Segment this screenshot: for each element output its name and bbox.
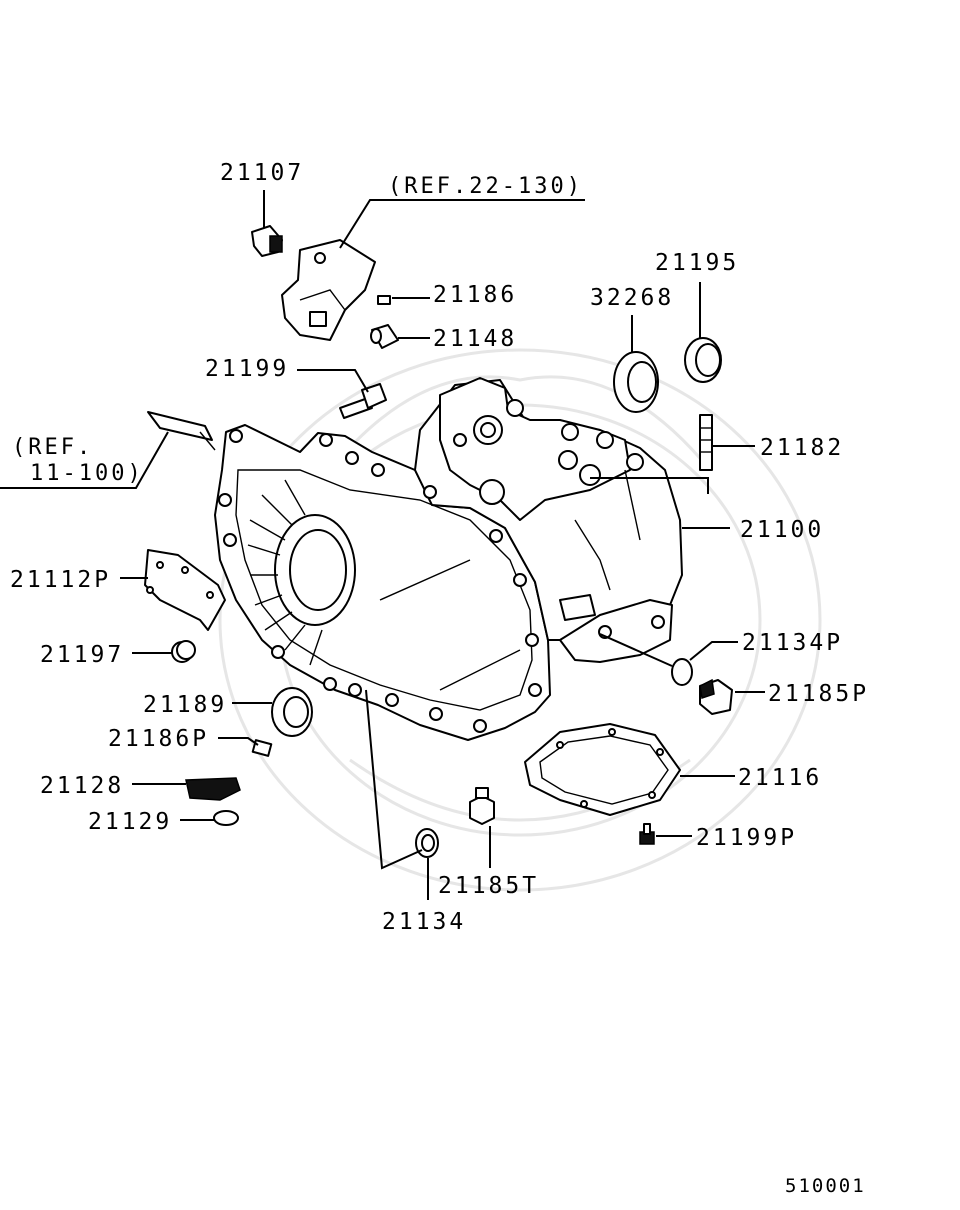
label-21197[interactable]: 21197 [40, 642, 124, 668]
label-21199P[interactable]: 21199P [696, 825, 797, 851]
part-32268-oil-seal[interactable] [613, 351, 659, 413]
label-21182[interactable]: 21182 [760, 435, 844, 461]
part-21182-stud[interactable] [699, 414, 713, 471]
transaxle-case[interactable] [214, 377, 683, 741]
leader-lines [0, 190, 765, 900]
case-bosses [453, 399, 644, 505]
part-21128-plate[interactable] [185, 777, 241, 801]
page-number: 510001 [785, 1175, 866, 1197]
part-21129-shim[interactable] [213, 810, 239, 826]
part-21134P-washer[interactable] [671, 658, 693, 686]
ref-11-100-rod[interactable] [147, 411, 216, 451]
label-21148[interactable]: 21148 [433, 326, 517, 352]
label-21186P[interactable]: 21186P [108, 726, 209, 752]
callout-labels: 21107 (REF.22-130) 21186 21148 21199 322… [10, 160, 869, 1197]
part-21185T-plug[interactable] [469, 787, 495, 825]
flange-bolt-holes [218, 429, 542, 733]
label-21199[interactable]: 21199 [205, 356, 289, 382]
part-21199-bolt[interactable] [339, 383, 387, 419]
part-21197-plug[interactable] [171, 640, 196, 663]
part-21199P-bolt[interactable] [639, 823, 655, 845]
label-21107[interactable]: 21107 [220, 160, 304, 186]
label-21100[interactable]: 21100 [740, 517, 824, 543]
label-ref-11-100-line1[interactable]: (REF. [12, 435, 93, 460]
part-21134-washer[interactable] [415, 828, 439, 858]
label-32268[interactable]: 32268 [590, 285, 674, 311]
label-21129[interactable]: 21129 [88, 809, 172, 835]
label-21128[interactable]: 21128 [40, 773, 124, 799]
label-21189[interactable]: 21189 [143, 692, 227, 718]
label-21112P[interactable]: 21112P [10, 567, 111, 593]
part-21112P-gasket[interactable] [144, 549, 226, 631]
ref-22-130-bracket[interactable] [281, 239, 376, 341]
part-21185P-plug[interactable] [699, 678, 733, 715]
part-21148-sleeve[interactable] [370, 324, 399, 349]
part-21116-cover[interactable] [524, 723, 681, 816]
label-21185P[interactable]: 21185P [768, 681, 869, 707]
label-ref-22-130[interactable]: (REF.22-130) [388, 174, 583, 199]
part-21189-seal[interactable] [271, 687, 313, 737]
label-21116[interactable]: 21116 [738, 765, 822, 791]
label-21134P[interactable]: 21134P [742, 630, 843, 656]
housing-ribs [247, 479, 323, 666]
label-ref-11-100-line2[interactable]: 11-100) [30, 461, 144, 486]
label-21185T[interactable]: 21185T [438, 873, 539, 899]
label-21186[interactable]: 21186 [433, 282, 517, 308]
part-21195-ring[interactable] [684, 337, 722, 383]
part-21186-pin[interactable] [377, 295, 391, 305]
part-21107-sensor[interactable] [251, 225, 283, 257]
label-21195[interactable]: 21195 [655, 250, 739, 276]
label-21134[interactable]: 21134 [382, 909, 466, 935]
